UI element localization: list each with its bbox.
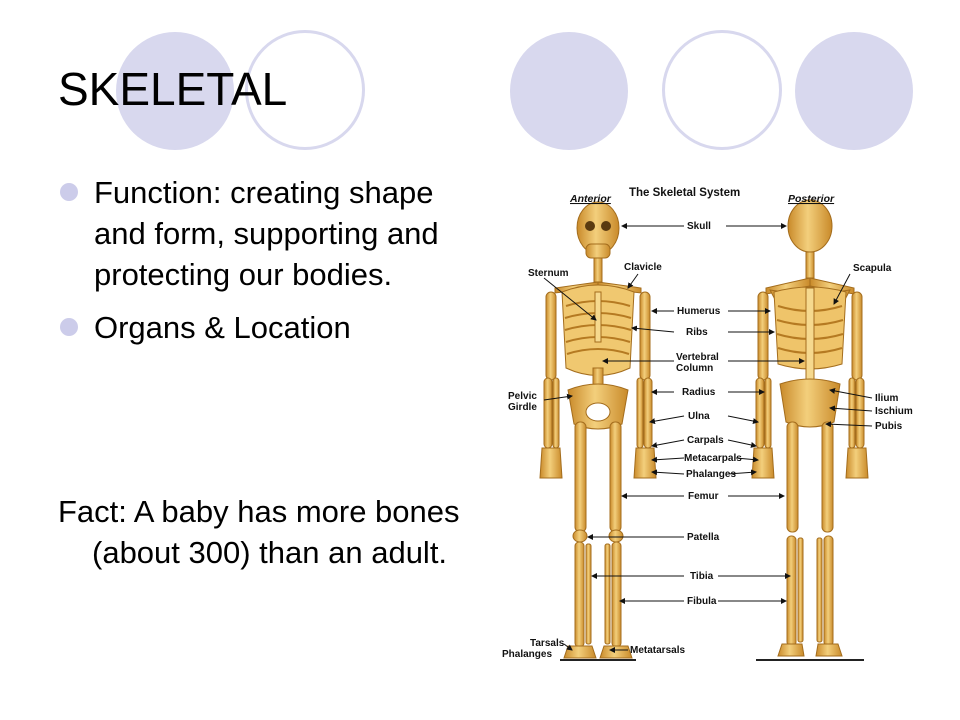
- label-humerus: Humerus: [677, 306, 721, 317]
- bullet-text: Organs & Location: [94, 310, 351, 345]
- leader-lines: [543, 223, 873, 653]
- label-sternum: Sternum: [528, 268, 569, 279]
- label-ribs: Ribs: [686, 327, 708, 338]
- label-ulna: Ulna: [688, 411, 710, 422]
- skeleton-illustration: Anterior The Skeletal System Posterior: [502, 187, 913, 661]
- label-fibula: Fibula: [687, 596, 717, 607]
- label-pubis: Pubis: [875, 421, 903, 432]
- bullet-dot-icon: [60, 183, 78, 201]
- label-clavicle: Clavicle: [624, 262, 662, 273]
- label-scapula: Scapula: [853, 263, 892, 274]
- label-tarsals: Tarsals: [530, 638, 565, 649]
- label-radius: Radius: [682, 387, 716, 398]
- label-ilium: Ilium: [875, 393, 898, 404]
- label-femur: Femur: [688, 491, 719, 502]
- decor-circle-1: [116, 32, 234, 150]
- label-patella: Patella: [687, 532, 720, 543]
- decor-circle-3: [510, 32, 628, 150]
- label-skull: Skull: [687, 221, 711, 232]
- posterior-skeleton: [751, 199, 869, 661]
- label-metacarpals: Metacarpals: [684, 453, 742, 464]
- fact-text: Fact: A baby has more bones (about 300) …: [58, 494, 460, 570]
- label-pelvic: Pelvic: [508, 391, 537, 402]
- bullet-dot-icon: [60, 318, 78, 336]
- label-carpals: Carpals: [687, 435, 724, 446]
- anterior-heading: Anterior: [569, 193, 612, 205]
- bullet-item-function: Function: creating shape and form, suppo…: [60, 172, 480, 295]
- decor-circle-2: [245, 30, 365, 150]
- decor-circle-5: [795, 32, 913, 150]
- bullet-text: Function: creating shape and form, suppo…: [94, 175, 439, 292]
- label-girdle: Girdle: [508, 402, 537, 413]
- label-column: Column: [676, 363, 713, 374]
- diagram-heading: The Skeletal System: [629, 187, 740, 199]
- label-phalanges-hand: Phalanges: [686, 469, 736, 480]
- label-vertebral: Vertebral: [676, 352, 719, 363]
- label-metatarsals: Metatarsals: [630, 645, 685, 656]
- bullet-list: Function: creating shape and form, suppo…: [60, 172, 480, 360]
- label-tibia: Tibia: [690, 571, 714, 582]
- label-ischium: Ischium: [875, 406, 913, 417]
- decor-circle-4: [662, 30, 782, 150]
- label-phalanges-foot: Phalanges: [502, 649, 552, 660]
- posterior-heading: Posterior: [788, 193, 835, 205]
- bullet-item-organs: Organs & Location: [60, 307, 480, 348]
- slide-title: SKELETAL: [58, 63, 288, 115]
- diagram-labels: Skull Sternum Clavicle Scapula Humerus R…: [502, 221, 913, 660]
- skeleton-diagram: Anterior The Skeletal System Posterior: [500, 178, 930, 668]
